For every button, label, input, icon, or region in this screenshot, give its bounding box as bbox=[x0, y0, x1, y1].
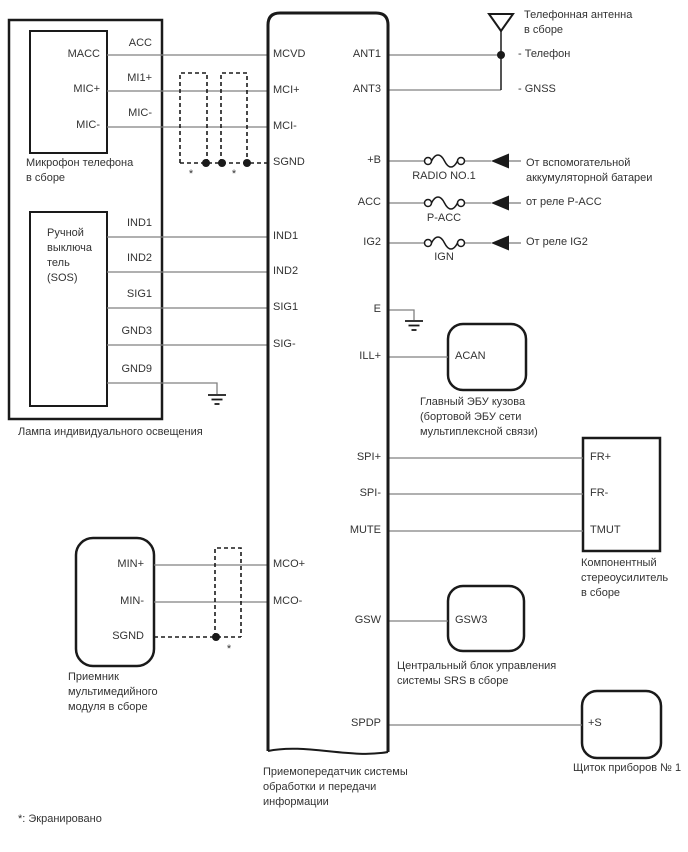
junction-dot bbox=[218, 159, 226, 167]
source-arrows bbox=[491, 153, 509, 251]
fuse-radio-no1-icon bbox=[423, 154, 466, 168]
shield-dashed-lines bbox=[154, 72, 268, 638]
arrow-left-icon bbox=[491, 195, 509, 211]
wire-e-ground bbox=[388, 309, 415, 320]
srs-unit-label: Центральный блок управления системы SRS … bbox=[397, 660, 557, 687]
multimedia-label: Приемник мультимедийного модуля в сборе bbox=[68, 671, 158, 713]
antenna-label: Телефонная антенна в сборе bbox=[524, 9, 633, 36]
transceiver-pin: SPI+ bbox=[356, 451, 381, 463]
transceiver-pin: E bbox=[373, 303, 381, 315]
power-source-label: От реле IG2 bbox=[526, 236, 588, 248]
wire-label: GND9 bbox=[121, 363, 152, 375]
mic-pin: MIC+ bbox=[73, 83, 100, 95]
wires bbox=[107, 54, 583, 726]
multimedia-pin: MIN+ bbox=[117, 558, 144, 570]
amplifier-pin: FR+ bbox=[590, 451, 612, 463]
multimedia-pin: SGND bbox=[112, 630, 144, 642]
transceiver-pin: IND1 bbox=[273, 230, 299, 242]
transceiver-pin: ACC bbox=[357, 196, 381, 208]
srs-unit-box bbox=[446, 584, 526, 653]
body-ecu-pin: ACAN bbox=[455, 350, 486, 362]
fuse-label: IGN bbox=[434, 251, 454, 263]
fuse-label: RADIO NO.1 bbox=[412, 170, 476, 182]
lamp-assembly-box bbox=[7, 18, 164, 421]
transceiver-pin: ILL+ bbox=[359, 350, 381, 362]
instrument-panel-pin: +S bbox=[588, 717, 602, 729]
transceiver-pin: SGND bbox=[273, 156, 305, 168]
transceiver-pin: SPI- bbox=[359, 487, 381, 499]
transceiver-pin: SPDP bbox=[351, 717, 381, 729]
junction-dot bbox=[202, 159, 210, 167]
shield-box-3 bbox=[214, 547, 242, 637]
fuse-label: P-ACC bbox=[426, 212, 462, 224]
transceiver-pin: MCVD bbox=[273, 48, 306, 60]
sos-switch-label: Ручной выключа тель (SOS) bbox=[47, 227, 92, 284]
transceiver-pin: GSW bbox=[354, 614, 381, 626]
body-ecu-label: Главный ЭБУ кузова (бортовой ЭБУ сети му… bbox=[420, 396, 538, 438]
wire-label: GND3 bbox=[121, 325, 152, 337]
microphone-label: Микрофон телефона в сборе bbox=[26, 157, 134, 184]
antenna-phone-tap-label: - Телефон bbox=[518, 48, 571, 60]
srs-unit-pin: GSW3 bbox=[455, 614, 488, 626]
footnote: *: Экранировано bbox=[18, 813, 102, 825]
antenna-icon bbox=[487, 13, 515, 90]
transceiver-pin: MCI+ bbox=[273, 84, 300, 96]
multimedia-pin: MIN- bbox=[120, 595, 144, 607]
amplifier-pin: FR- bbox=[590, 487, 609, 499]
lamp-assembly-label: Лампа индивидуального освещения bbox=[18, 426, 203, 438]
amplifier-label: Компонентный стереоусилитель в сборе bbox=[581, 557, 669, 599]
power-source-label: От вспомогательной аккумуляторной батаре… bbox=[526, 157, 653, 184]
shield-box-2 bbox=[220, 72, 248, 163]
instrument-panel-label: Щиток приборов № 1 bbox=[573, 762, 682, 774]
transceiver-label: Приемопередатчик системы обработки и пер… bbox=[263, 766, 408, 808]
wire-label: MI1+ bbox=[127, 72, 152, 84]
transceiver-pin: ANT1 bbox=[352, 48, 381, 60]
shield-asterisk: * bbox=[226, 643, 232, 655]
shield-asterisk: * bbox=[188, 168, 194, 180]
wire-label: ACC bbox=[128, 37, 152, 49]
transceiver-outline bbox=[266, 11, 390, 752]
ground-icon-gnd9 bbox=[208, 394, 226, 405]
junction-dot bbox=[212, 633, 220, 641]
transceiver-pin: SIG1 bbox=[273, 301, 299, 313]
transceiver-pin: +B bbox=[367, 154, 381, 166]
transceiver-pin: MUTE bbox=[349, 524, 381, 536]
fuse-icons bbox=[423, 154, 466, 250]
arrow-left-icon bbox=[491, 153, 509, 169]
wire-label: IND1 bbox=[126, 217, 152, 229]
transceiver-pin: IND2 bbox=[273, 265, 299, 277]
junction-dot bbox=[243, 159, 251, 167]
transceiver-fill bbox=[268, 13, 388, 752]
wire-label: SIG1 bbox=[126, 288, 152, 300]
transceiver-pin: MCO- bbox=[273, 595, 303, 607]
transceiver-break-wave bbox=[267, 747, 389, 755]
junction-dots bbox=[202, 51, 505, 641]
amplifier-pin: TMUT bbox=[590, 524, 621, 536]
transceiver-pin: MCI- bbox=[273, 120, 297, 132]
antenna-gnss-tap-label: - GNSS bbox=[518, 83, 556, 95]
transceiver-pin: MCO+ bbox=[273, 558, 306, 570]
arrow-left-icon bbox=[491, 235, 509, 251]
ground-icons bbox=[208, 320, 423, 405]
shield-asterisk: * bbox=[231, 168, 237, 180]
wire-gnd9 bbox=[107, 382, 218, 394]
fuse-ign-icon bbox=[423, 236, 466, 250]
ground-icon-e bbox=[405, 320, 423, 331]
wire-label: IND2 bbox=[126, 252, 152, 264]
transceiver-pin: IG2 bbox=[363, 236, 381, 248]
shield-box-1 bbox=[179, 72, 208, 163]
transceiver-pin: ANT3 bbox=[352, 83, 381, 95]
microphone-box bbox=[29, 30, 108, 154]
mic-pin: MIC- bbox=[76, 119, 100, 131]
fuse-p-acc-icon bbox=[423, 196, 466, 210]
sos-switch-box bbox=[29, 211, 108, 407]
mic-pin: MACC bbox=[67, 48, 100, 60]
transceiver-pin: SIG- bbox=[273, 338, 296, 350]
wire-label: MIC- bbox=[128, 107, 152, 119]
power-source-label: от реле P-ACC bbox=[526, 196, 602, 208]
